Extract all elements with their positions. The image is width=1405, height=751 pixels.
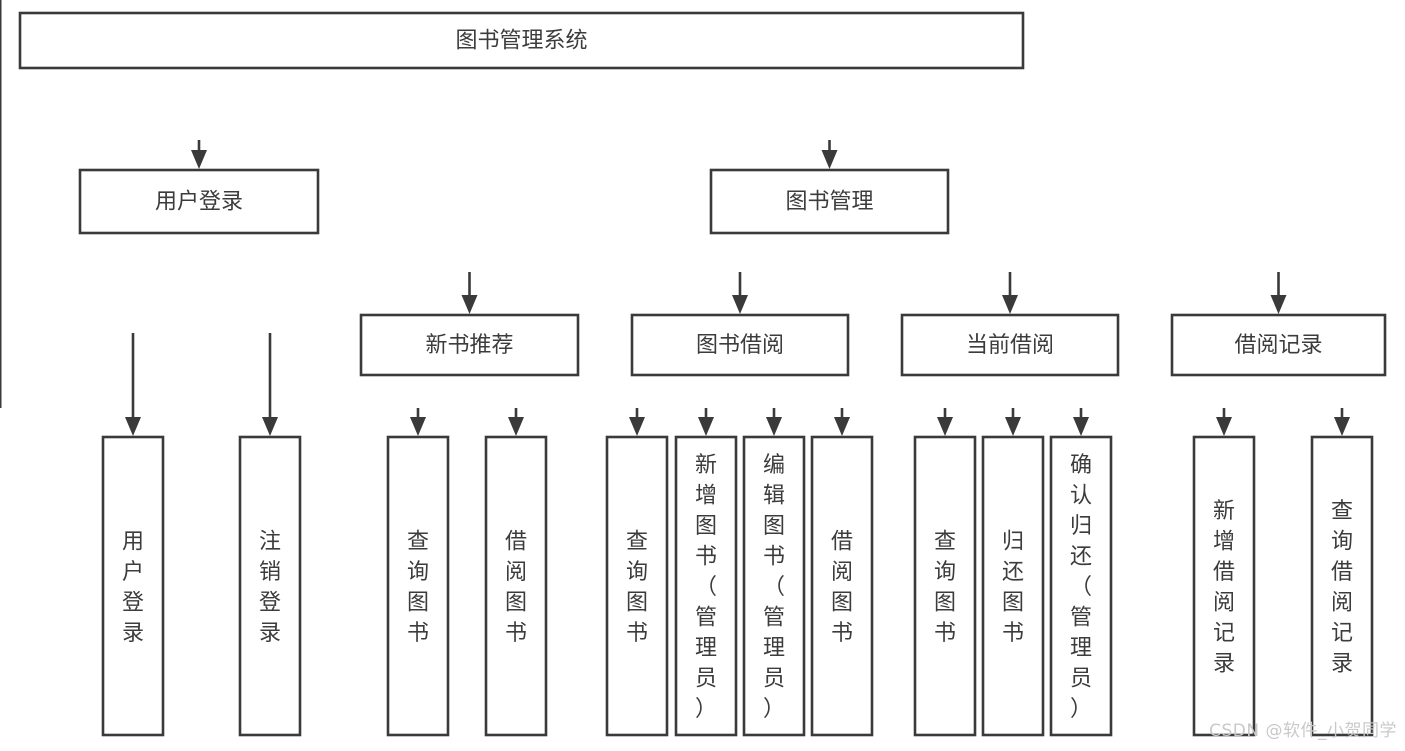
node-leaf-query-borrow-record[interactable]: 查询借阅记录 <box>1310 435 1374 737</box>
arrow-head-icon <box>629 417 645 436</box>
arrow-head-icon <box>834 417 850 436</box>
arrow-head-icon <box>410 417 426 436</box>
node-leaf-borrow-book[interactable]: 借阅图书 <box>810 435 874 737</box>
node-label-current-borrow: 当前借阅 <box>966 333 1054 358</box>
node-box-leaf-query-book-borrow[interactable] <box>605 435 669 737</box>
node-box-leaf-return-book[interactable] <box>981 435 1045 737</box>
node-label-leaf-borrow-book: 借阅图书 <box>831 529 853 646</box>
node-box-leaf-edit-book-admin[interactable] <box>742 435 806 737</box>
node-box-leaf-borrow-book[interactable] <box>810 435 874 737</box>
arrow-head-icon <box>461 295 478 314</box>
node-box-leaf-query-book-recommend[interactable] <box>386 435 450 737</box>
node-box-book-borrow[interactable] <box>630 313 850 377</box>
arrow-head-icon <box>1216 417 1232 436</box>
arrow-head-icon <box>508 417 524 436</box>
node-label-leaf-add-borrow-record: 新增借阅记录 <box>1213 499 1235 677</box>
node-label-leaf-borrow-book-recommend: 借阅图书 <box>505 529 527 646</box>
node-label-leaf-add-book-admin: 新增图书（管理员） <box>695 453 717 722</box>
arrow-head-icon <box>1073 417 1089 436</box>
node-label-leaf-edit-book-admin: 编辑图书（管理员） <box>763 453 785 722</box>
node-current-borrow[interactable]: 当前借阅 <box>900 313 1120 377</box>
node-label-leaf-logout-login: 注销登录 <box>259 529 281 646</box>
arrow-head-icon <box>191 150 207 169</box>
node-label-user-login: 用户登录 <box>155 190 243 215</box>
node-leaf-user-login[interactable]: 用户登录 <box>101 435 165 737</box>
node-leaf-query-book-current[interactable]: 查询图书 <box>913 435 977 737</box>
node-leaf-add-book-admin[interactable]: 新增图书（管理员） <box>674 435 738 737</box>
node-box-current-borrow[interactable] <box>900 313 1120 377</box>
node-label-leaf-return-book: 归还图书 <box>1002 529 1024 646</box>
arrow-head-icon <box>698 417 714 436</box>
node-label-new-book-recommend: 新书推荐 <box>425 333 513 358</box>
node-book-borrow[interactable]: 图书借阅 <box>630 313 850 377</box>
arrow-head-icon <box>937 417 953 436</box>
node-root[interactable]: 图书管理系统 <box>18 11 1025 70</box>
node-label-leaf-query-borrow-record: 查询借阅记录 <box>1331 499 1353 677</box>
node-label-root: 图书管理系统 <box>455 29 587 54</box>
node-leaf-confirm-return-admin[interactable]: 确认归还（管理员） <box>1049 435 1113 737</box>
node-box-leaf-query-borrow-record[interactable] <box>1310 435 1374 737</box>
node-box-new-book-recommend[interactable] <box>359 313 580 377</box>
arrow-head-icon <box>125 417 141 436</box>
node-leaf-logout-login[interactable]: 注销登录 <box>238 435 302 737</box>
watermark-text: CSDN @软件_小贺同学 <box>1209 721 1397 741</box>
node-leaf-edit-book-admin[interactable]: 编辑图书（管理员） <box>742 435 806 737</box>
node-box-root[interactable] <box>18 11 1025 70</box>
node-leaf-query-book-borrow[interactable]: 查询图书 <box>605 435 669 737</box>
node-leaf-add-borrow-record[interactable]: 新增借阅记录 <box>1192 435 1256 737</box>
node-label-book-management: 图书管理 <box>785 190 873 215</box>
node-leaf-return-book[interactable]: 归还图书 <box>981 435 1045 737</box>
node-label-book-borrow: 图书借阅 <box>696 333 784 358</box>
node-box-leaf-add-book-admin[interactable] <box>674 435 738 737</box>
arrow-head-icon <box>766 417 782 436</box>
node-box-leaf-logout-login[interactable] <box>238 435 302 737</box>
node-label-leaf-user-login: 用户登录 <box>122 529 144 646</box>
node-book-management[interactable]: 图书管理 <box>709 168 950 235</box>
node-new-book-recommend[interactable]: 新书推荐 <box>359 313 580 377</box>
arrow-head-icon <box>821 150 838 169</box>
arrow-head-icon <box>1005 417 1021 436</box>
node-box-leaf-confirm-return-admin[interactable] <box>1049 435 1113 737</box>
node-box-book-management[interactable] <box>709 168 950 235</box>
connectors-layer <box>0 0 1350 436</box>
node-box-leaf-user-login[interactable] <box>101 435 165 737</box>
arrow-head-icon <box>1270 295 1287 314</box>
node-box-leaf-query-book-current[interactable] <box>913 435 977 737</box>
node-label-borrow-records: 借阅记录 <box>1234 333 1322 358</box>
arrow-head-icon <box>262 417 278 436</box>
node-label-leaf-query-book-current: 查询图书 <box>934 529 956 646</box>
node-box-borrow-records[interactable] <box>1170 313 1387 377</box>
arrow-head-icon <box>1334 417 1350 436</box>
nodes-layer: 图书管理系统用户登录图书管理新书推荐图书借阅当前借阅借阅记录用户登录注销登录查询… <box>18 11 1387 737</box>
node-label-leaf-query-book-recommend: 查询图书 <box>407 529 429 646</box>
node-label-leaf-query-book-borrow: 查询图书 <box>626 529 648 646</box>
node-leaf-query-book-recommend[interactable]: 查询图书 <box>386 435 450 737</box>
arrow-head-icon <box>1002 295 1018 314</box>
node-box-leaf-borrow-book-recommend[interactable] <box>484 435 548 737</box>
node-leaf-borrow-book-recommend[interactable]: 借阅图书 <box>484 435 548 737</box>
node-box-user-login[interactable] <box>78 168 320 235</box>
node-borrow-records[interactable]: 借阅记录 <box>1170 313 1387 377</box>
arrow-head-icon <box>732 295 748 314</box>
node-user-login[interactable]: 用户登录 <box>78 168 320 235</box>
node-box-leaf-add-borrow-record[interactable] <box>1192 435 1256 737</box>
node-label-leaf-confirm-return-admin: 确认归还（管理员） <box>1070 453 1092 722</box>
